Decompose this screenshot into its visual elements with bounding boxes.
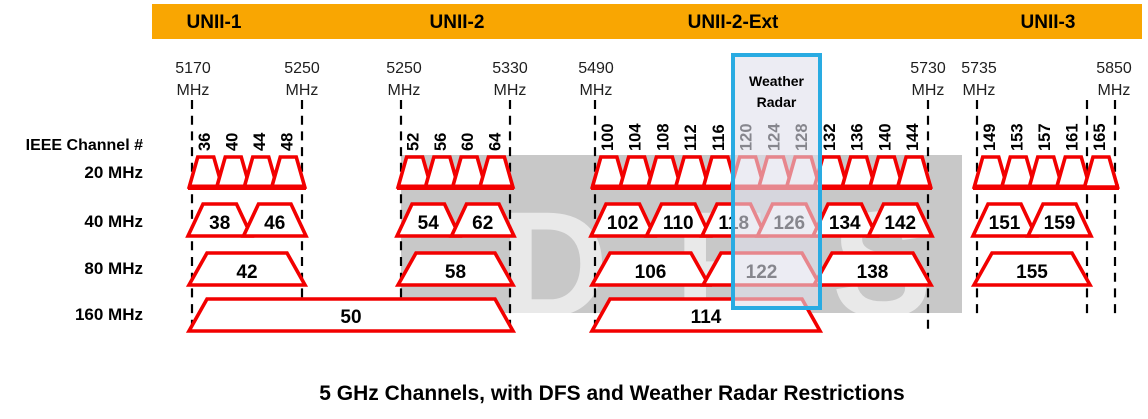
channel-48-shape (269, 155, 308, 189)
freq-unit-5250: MHz (388, 82, 421, 99)
channel-112-label: 112 (682, 124, 700, 151)
channel-60-label: 60 (459, 133, 477, 151)
channel-114-label: 114 (691, 307, 722, 328)
channel-54-shape (394, 202, 463, 238)
band-label-unii-2: UNII-2 (430, 12, 485, 33)
band-header-layer: UNII-1 UNII-2 UNII-2-Ext UNII-3 (152, 4, 1142, 39)
channel-44-label: 44 (251, 132, 269, 151)
channel-102-shape (588, 202, 658, 238)
channel-142-shape (865, 202, 935, 238)
channel-153-label: 153 (1008, 123, 1026, 151)
freq-unit-5730: MHz (912, 82, 945, 99)
channel-134-shape (810, 202, 880, 238)
channel-142-label: 142 (884, 213, 916, 234)
freq-unit-5490: MHz (580, 82, 613, 99)
channel-46-label: 46 (264, 213, 285, 234)
row-label-40mhz: 40 MHz (84, 212, 143, 231)
channel-64-label: 64 (486, 132, 504, 151)
freq-label-5250: 5250 (284, 60, 320, 77)
freq-label-5490: 5490 (578, 60, 614, 77)
channel-54-label: 54 (418, 213, 440, 234)
channel-52-label: 52 (405, 133, 423, 151)
ieee-channel-label: IEEE Channel # (26, 137, 143, 154)
row-label-20mhz: 20 MHz (84, 163, 143, 182)
channel-144-label: 144 (904, 123, 922, 151)
freq-unit-5735: MHz (963, 82, 996, 99)
channel-42-label: 42 (236, 262, 257, 283)
channel-165-shape (1082, 155, 1120, 189)
freq-unit-5250: MHz (286, 82, 319, 99)
weather-radar-label-line1: Weather (749, 73, 805, 89)
freq-unit-5330: MHz (494, 82, 527, 99)
freq-label-5730: 5730 (910, 60, 946, 77)
channel-62-shape (448, 202, 517, 238)
freq-label-5330: 5330 (492, 60, 528, 77)
channel-baseline (973, 184, 1119, 190)
channel-151-shape (970, 202, 1039, 238)
channel-140-label: 140 (876, 123, 894, 151)
channel-116-label: 116 (710, 124, 728, 151)
band-header-bar (152, 4, 1142, 39)
channel-132-label: 132 (821, 123, 839, 151)
channel-50-label: 50 (340, 307, 361, 328)
channel-134-label: 134 (829, 213, 861, 234)
row-label-80mhz: 80 MHz (84, 259, 143, 278)
freq-label-5170: 5170 (175, 60, 211, 77)
channel-102-label: 102 (607, 213, 639, 234)
row-label-160mhz: 160 MHz (75, 305, 143, 324)
channel-46-shape (240, 202, 309, 238)
channel-58-label: 58 (445, 262, 466, 283)
channel-36-label: 36 (196, 133, 214, 151)
channel-110-label: 110 (663, 213, 694, 234)
channel-155-label: 155 (1016, 262, 1048, 283)
channel-136-label: 136 (849, 123, 867, 151)
channel-38-shape (185, 202, 255, 238)
channel-110-shape (643, 202, 713, 238)
freq-unit-5170: MHz (177, 82, 210, 99)
channel-48-label: 48 (278, 133, 296, 151)
weather-radar-box-layer (731, 53, 822, 310)
channel-38-label: 38 (209, 213, 230, 234)
channel-62-label: 62 (472, 213, 493, 234)
channel-58-shape (394, 251, 517, 287)
freq-unit-5850: MHz (1098, 82, 1131, 99)
channel-159-shape (1025, 202, 1094, 238)
channel-155-shape (970, 251, 1094, 287)
channel-151-label: 151 (989, 213, 1021, 234)
channel-106-label: 106 (635, 262, 667, 283)
channel-157-label: 157 (1036, 123, 1054, 151)
band-label-unii-1: UNII-1 (187, 12, 242, 33)
channel-104-label: 104 (627, 123, 645, 151)
channel-50-shape (185, 297, 517, 333)
weather-radar-box (731, 53, 822, 310)
freq-label-5735: 5735 (961, 60, 997, 77)
channel-baseline (188, 184, 306, 190)
channel-106-shape (588, 251, 713, 287)
channel-161-label: 161 (1063, 123, 1081, 151)
channel-56-label: 56 (432, 133, 450, 151)
channel-100-label: 100 (599, 123, 617, 151)
channel-138-label: 138 (857, 262, 889, 283)
channel-42-shape (185, 251, 309, 287)
weather-radar-label-line2: Radar (757, 94, 797, 110)
freq-label-5250: 5250 (386, 60, 422, 77)
channel-138-shape (810, 251, 935, 287)
channels-layer: 3640444852566064100104108112116120124128… (185, 123, 1120, 333)
freq-label-5850: 5850 (1096, 60, 1132, 77)
channel-baseline (397, 184, 514, 190)
channel-40-label: 40 (223, 133, 241, 151)
channel-149-label: 149 (981, 123, 999, 151)
channel-165-label: 165 (1091, 123, 1109, 151)
channel-159-label: 159 (1044, 213, 1076, 234)
band-label-unii-2-ext: UNII-2-Ext (688, 12, 779, 33)
diagram-title: 5 GHz Channels, with DFS and Weather Rad… (319, 382, 904, 405)
channel-108-label: 108 (654, 123, 672, 151)
band-label-unii-3: UNII-3 (1021, 12, 1076, 33)
